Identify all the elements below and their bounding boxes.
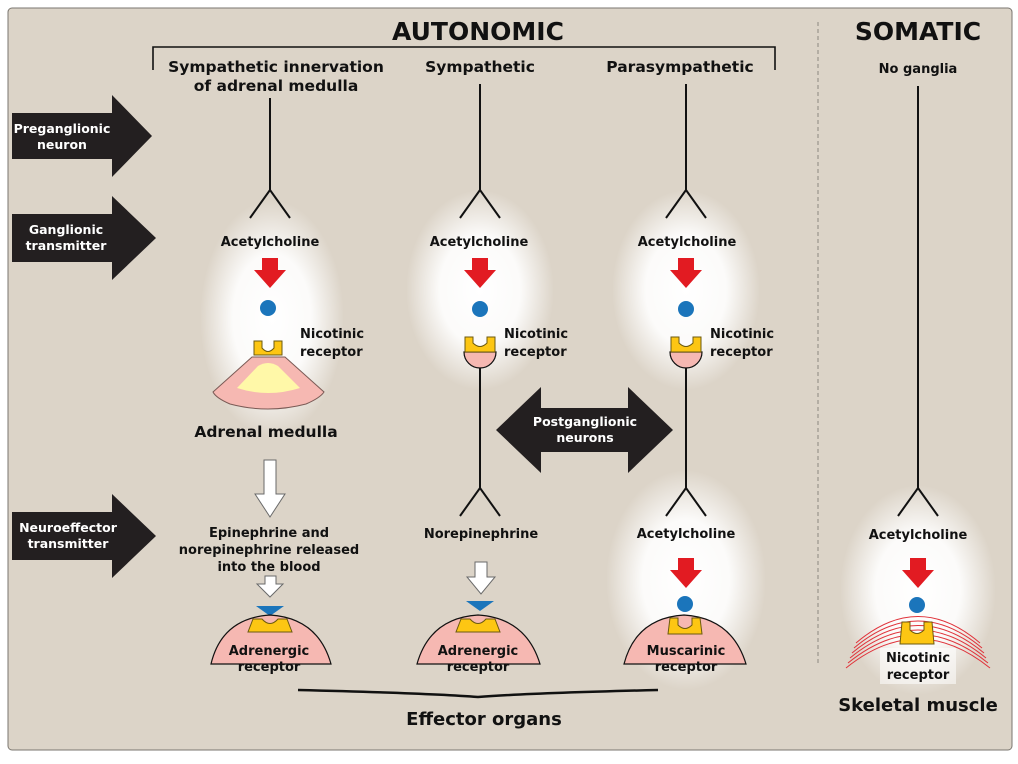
column-somatic: Acetylcholine Nicotinic receptor Skeleta… — [838, 86, 998, 716]
adrenergic-label-adrenal-line2: receptor — [238, 660, 301, 675]
acetylcholine-dot-adrenal — [260, 300, 276, 316]
nicotinic-label-adrenal-line2: receptor — [300, 345, 363, 360]
adrenergic-receptor-sympathetic — [455, 618, 501, 633]
adrenergic-label-sympathetic-line2: receptor — [447, 660, 510, 675]
header-adrenal-line2: of adrenal medulla — [194, 77, 359, 95]
adrenergic-receptor-adrenal — [247, 618, 293, 633]
neuroeffector-somatic: Acetylcholine — [869, 528, 968, 543]
header-sympathetic: Sympathetic — [425, 58, 535, 76]
acetylcholine-dot-parasympathetic-effector — [677, 596, 693, 612]
glow-sympathetic — [406, 190, 554, 390]
effector-organs-brace — [297, 688, 659, 699]
column-adrenal: Acetylcholine Nicotinic receptor Adrenal… — [179, 98, 364, 675]
column-sympathetic: Acetylcholine Nicotinic receptor Norepin… — [416, 84, 568, 675]
header-parasympathetic: Parasympathetic — [606, 58, 753, 76]
nicotinic-label-adrenal-line1: Nicotinic — [300, 327, 364, 342]
white-arrow-adrenal-small — [255, 575, 285, 598]
effector-organs-label: Effector organs — [406, 709, 562, 730]
muscarinic-label-line1: Muscarinic — [647, 644, 726, 659]
nicotinic-receptor-sympathetic — [464, 336, 496, 353]
skeletal-muscle-label: Skeletal muscle — [838, 695, 998, 716]
white-arrow-sympathetic — [465, 561, 497, 595]
axon-terminal-sympathetic — [459, 188, 501, 219]
red-arrow-sympathetic — [464, 258, 496, 288]
row-arrow-ganglionic: Ganglionic transmitter — [12, 196, 156, 280]
postganglionic-label-line1: Postganglionic — [533, 414, 637, 429]
axon-terminal-adrenal — [249, 188, 291, 219]
postganglionic-terminal-sympathetic — [459, 486, 501, 517]
row-label-preganglionic-line2: neuron — [37, 137, 87, 152]
effector-organ-adrenal — [210, 614, 332, 665]
glow-somatic — [840, 485, 996, 695]
row-label-preganglionic-line1: Preganglionic — [14, 121, 111, 136]
neuroeffector-parasympathetic: Acetylcholine — [637, 527, 736, 542]
nicotinic-receptor-parasympathetic — [670, 336, 702, 353]
postganglionic-label-line2: neurons — [556, 430, 613, 445]
acetylcholine-dot-somatic — [909, 597, 925, 613]
nicotinic-label-sympathetic-line2: receptor — [504, 345, 567, 360]
muscarinic-label-line2: receptor — [655, 660, 718, 675]
postganglionic-terminal-parasympathetic — [665, 486, 707, 517]
ganglionic-transmitter-parasympathetic: Acetylcholine — [638, 235, 737, 250]
nicotinic-label-somatic-line1: Nicotinic — [886, 651, 950, 666]
postganglionic-soma-parasympathetic — [669, 351, 703, 369]
row-arrow-preganglionic: Preganglionic neuron — [12, 95, 152, 177]
nicotinic-label-parasympathetic-line1: Nicotinic — [710, 327, 774, 342]
row-label-ganglionic-line2: transmitter — [26, 238, 108, 253]
nicotinic-receptor-adrenal — [253, 340, 283, 356]
muscarinic-receptor-parasympathetic — [667, 617, 703, 635]
adrenal-medulla-core — [237, 363, 300, 393]
somatic-axon-terminal — [897, 486, 939, 517]
header-adrenal-line1: Sympathetic innervation — [168, 58, 384, 76]
nicotinic-label-somatic-line2: receptor — [887, 668, 950, 683]
effector-organ-sympathetic — [416, 614, 541, 665]
nicotinic-label-parasympathetic-line2: receptor — [710, 345, 773, 360]
white-arrow-adrenal-large — [254, 459, 286, 518]
row-label-neuroeffector-line1: Neuroeffector — [19, 520, 118, 535]
neuroeffector-adrenal-line1: Epinephrine and — [209, 526, 329, 541]
row-label-neuroeffector-line2: transmitter — [28, 536, 110, 551]
autonomic-bracket — [152, 46, 776, 70]
nicotinic-receptor-somatic — [899, 621, 935, 645]
effector-organ-parasympathetic — [623, 614, 747, 665]
neuroeffector-adrenal-line3: into the blood — [217, 560, 320, 575]
somatic-title: SOMATIC — [855, 17, 981, 46]
nicotinic-label-sympathetic-line1: Nicotinic — [504, 327, 568, 342]
axon-terminal-parasympathetic — [665, 188, 707, 219]
postganglionic-soma-sympathetic — [463, 351, 497, 369]
adrenergic-label-sympathetic-line1: Adrenergic — [438, 644, 519, 659]
row-arrow-neuroeffector: Neuroeffector transmitter — [12, 494, 156, 578]
header-somatic: No ganglia — [879, 62, 958, 77]
postganglionic-double-arrow: Postganglionic neurons — [496, 387, 673, 473]
norepinephrine-triangle-sympathetic — [466, 601, 494, 611]
glow-parasympathetic-ganglion — [612, 190, 760, 390]
ganglionic-transmitter-sympathetic: Acetylcholine — [430, 235, 529, 250]
acetylcholine-dot-sympathetic — [472, 301, 488, 317]
red-arrow-adrenal — [254, 258, 286, 288]
red-arrow-parasympathetic — [670, 258, 702, 288]
red-arrow-parasympathetic-effector — [670, 558, 702, 588]
row-label-ganglionic-line1: Ganglionic — [29, 222, 103, 237]
red-arrow-somatic — [902, 558, 934, 588]
epinephrine-triangle-adrenal — [256, 606, 284, 616]
acetylcholine-dot-parasympathetic — [678, 301, 694, 317]
adrenal-medulla-label: Adrenal medulla — [194, 423, 337, 441]
adrenergic-label-adrenal-line1: Adrenergic — [229, 644, 310, 659]
column-parasympathetic: Acetylcholine Nicotinic receptor Acetylc… — [623, 84, 774, 675]
neuroeffector-adrenal-line2: norepinephrine released — [179, 543, 359, 558]
neuroeffector-sympathetic: Norepinephrine — [424, 527, 539, 542]
somatic-label-backdrop — [880, 648, 956, 684]
ganglionic-transmitter-adrenal: Acetylcholine — [221, 235, 320, 250]
autonomic-title: AUTONOMIC — [392, 17, 564, 46]
